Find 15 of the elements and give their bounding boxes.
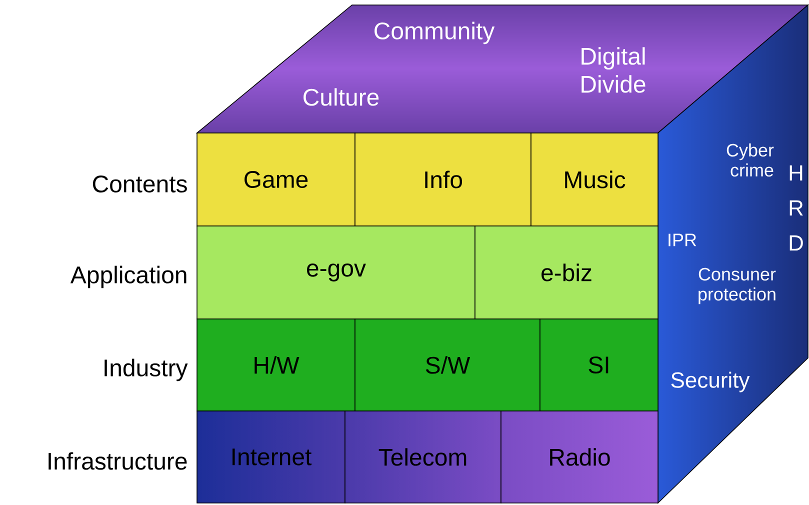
layer-cell: S/W (354, 318, 540, 412)
layer-cell: Game (196, 132, 356, 226)
layer-cell: Radio (500, 410, 658, 504)
row-label: Contents (92, 176, 187, 192)
layer-cell: e-biz (474, 226, 658, 320)
layer-cell: Telecom (344, 410, 502, 504)
row-label: Infrastructure (48, 452, 187, 470)
layer-cell: Info (354, 132, 532, 226)
layer-cell: Internet (196, 410, 346, 504)
layer-cell: Music (530, 132, 658, 226)
row-label: Application (70, 266, 186, 288)
layer-cell: H/W (196, 318, 356, 412)
layer-cell: e-gov (196, 226, 476, 320)
layer-cell: SI (540, 318, 658, 412)
row-label: Industry (104, 358, 188, 382)
